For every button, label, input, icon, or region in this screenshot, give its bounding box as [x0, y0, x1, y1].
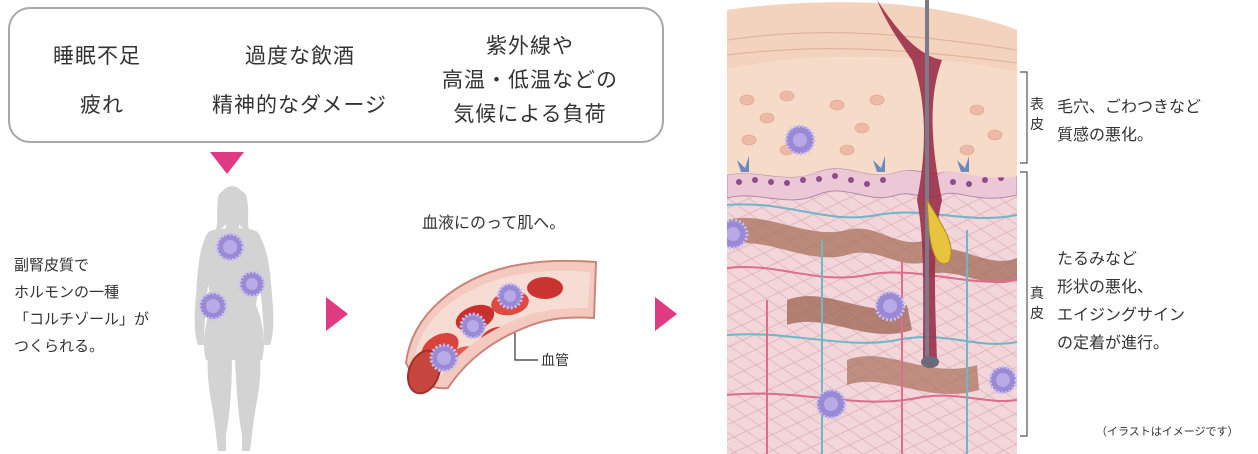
- epidermis-bracket: [1020, 71, 1028, 164]
- left-leg: [207, 357, 232, 451]
- cause-climate: 紫外線や 高温・低温などの 気候による負荷: [430, 29, 630, 131]
- cortisol-caption: 副腎皮質で ホルモンの一種 「コルチゾール」が つくられる。: [14, 252, 149, 360]
- cause-fatigue: 疲れ: [80, 93, 124, 117]
- blood-vessel-illustration: [404, 259, 598, 395]
- cause-mental: 精神的なダメージ: [212, 93, 387, 117]
- cortisol-caption-line: ホルモンの一種: [14, 283, 120, 301]
- cortisol-caption-line: 副腎皮質で: [14, 256, 90, 274]
- left-arm: [194, 233, 214, 345]
- dermis-label: 真 皮: [1030, 284, 1044, 324]
- dermis-description-line: の定着が進行。: [1057, 333, 1170, 352]
- dermis-description-line: エイジングサイン: [1057, 305, 1186, 324]
- epidermis-description-line: 質感の悪化。: [1057, 125, 1154, 144]
- right-arrow-icon: [655, 297, 677, 331]
- illustration-note: （イラストはイメージです）: [1096, 425, 1239, 438]
- skin-cross-section: [727, 0, 1028, 454]
- cortisol-icons: [727, 124, 1017, 420]
- vessel-caption: 血液にのって肌へ。: [422, 213, 566, 232]
- cause-climate-line: 紫外線や: [486, 34, 574, 58]
- cortisol-caption-line: つくられる。: [14, 337, 105, 355]
- torso: [203, 228, 264, 360]
- cause-drinking: 過度な飲酒: [245, 44, 355, 68]
- down-arrow-icon: [210, 152, 244, 174]
- epidermis-description: 毛穴、ごわつきなど 質感の悪化。: [1057, 93, 1201, 149]
- epidermis-label-char: 表: [1030, 97, 1044, 113]
- epidermis-label: 表 皮: [1030, 95, 1044, 135]
- right-leg: [235, 357, 261, 451]
- dermis-bracket: [1020, 171, 1028, 437]
- cause-sleep: 睡眠不足: [53, 44, 141, 68]
- vessel-label-leader: [514, 333, 538, 361]
- dermis-label-char: 真: [1030, 286, 1044, 302]
- dermis-description: たるみなど 形状の悪化、 エイジングサイン の定着が進行。: [1057, 245, 1185, 357]
- right-arrow-icon: [326, 297, 348, 331]
- cause-climate-line: 気候による負荷: [453, 102, 607, 126]
- cortisol-caption-line: 「コルチゾール」が: [14, 310, 150, 328]
- cause-climate-line: 高温・低温などの: [442, 68, 618, 92]
- cortisol-icons: [198, 232, 266, 321]
- epidermis-description-line: 毛穴、ごわつきなど: [1057, 97, 1202, 116]
- cortisol-icons: [429, 282, 524, 373]
- vessel-label: 血管: [541, 353, 569, 369]
- dermis-label-char: 皮: [1030, 306, 1044, 322]
- hair: [215, 188, 250, 231]
- epidermis-label-char: 皮: [1030, 117, 1044, 133]
- dermis-description-line: たるみなど: [1057, 249, 1138, 268]
- causes-box: 睡眠不足 過度な飲酒 疲れ 精神的なダメージ 紫外線や 高温・低温などの 気候に…: [8, 7, 664, 143]
- human-silhouette: [194, 186, 274, 451]
- dermis-description-line: 形状の悪化、: [1057, 277, 1154, 296]
